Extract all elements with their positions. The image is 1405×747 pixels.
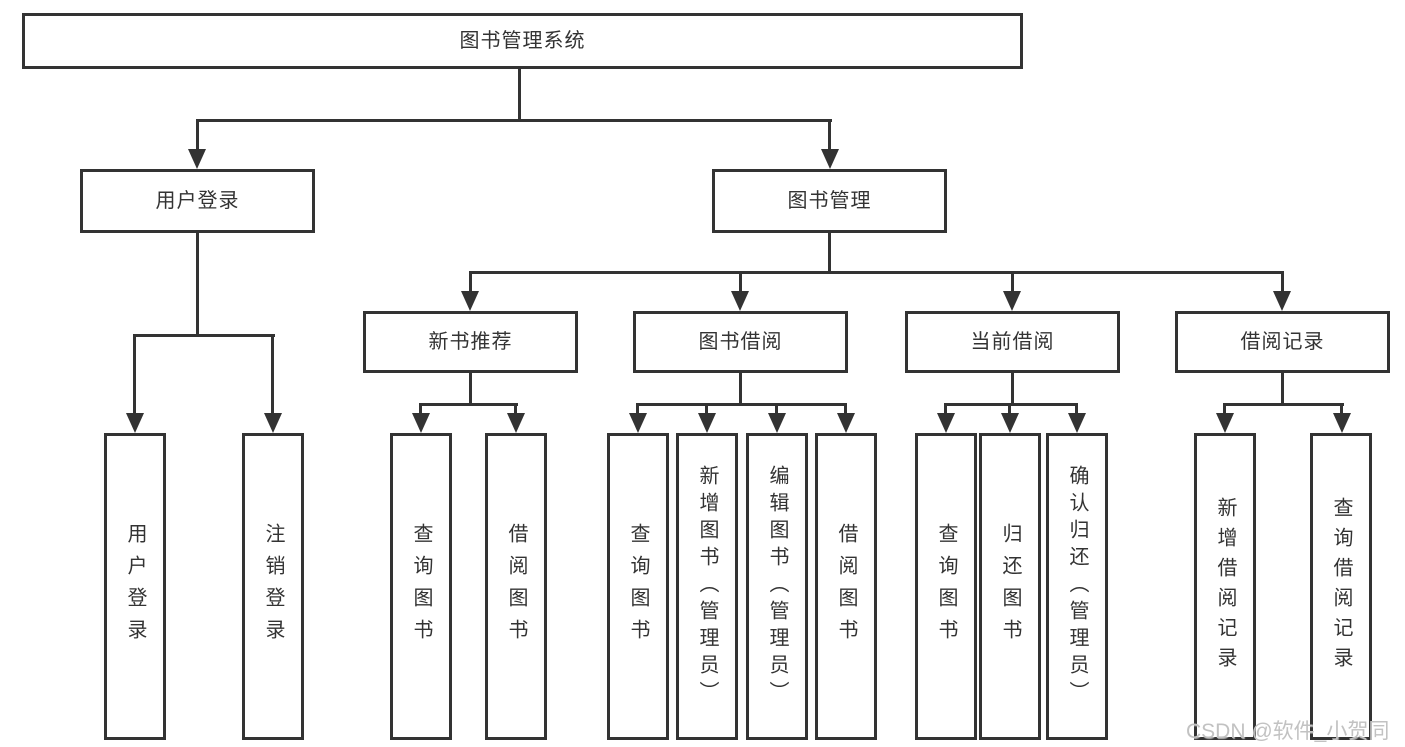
node-query-books-borrowing: 查询图书: [607, 433, 669, 740]
arrow-down-icon: [937, 413, 955, 433]
connector-line: [1011, 271, 1014, 293]
node-query-books-recommend: 查询图书: [390, 433, 452, 740]
connector-line: [1281, 371, 1284, 406]
node-new-book-recommendation: 新书推荐: [363, 311, 578, 373]
connector-line: [739, 371, 742, 406]
arrow-down-icon: [731, 291, 749, 311]
node-query-borrow-record: 查询借阅记录: [1310, 433, 1372, 740]
connector-line: [196, 232, 199, 336]
arrow-down-icon: [461, 291, 479, 311]
node-borrowing-records: 借阅记录: [1175, 311, 1390, 373]
connector-line: [1223, 403, 1226, 415]
connector-line: [775, 403, 778, 415]
connector-line: [636, 403, 846, 406]
connector-line: [469, 271, 472, 293]
connector-line: [196, 119, 832, 122]
node-user-login-leaf: 用户登录: [104, 433, 166, 740]
arrow-down-icon: [1333, 413, 1351, 433]
arrow-down-icon: [1216, 413, 1234, 433]
connector-line: [1008, 403, 1011, 415]
connector-line: [828, 119, 831, 151]
connector-line: [518, 68, 521, 122]
arrow-down-icon: [821, 149, 839, 169]
arrow-down-icon: [1068, 413, 1086, 433]
connector-line: [1075, 403, 1078, 415]
connector-line: [828, 232, 831, 274]
connector-line: [1281, 271, 1284, 293]
connector-line: [469, 271, 1283, 274]
node-book-management: 图书管理: [712, 169, 947, 233]
connector-line: [419, 403, 518, 406]
watermark-csdn: CSDN @软件_小贺同学: [1186, 720, 1390, 743]
node-root: 图书管理系统: [22, 13, 1023, 69]
node-add-borrow-record: 新增借阅记录: [1194, 433, 1256, 740]
node-current-borrowing: 当前借阅: [905, 311, 1120, 373]
connector-line: [1340, 403, 1343, 415]
connector-line: [196, 119, 199, 151]
connector-line: [636, 403, 639, 415]
connector-line: [739, 271, 742, 293]
connector-line: [705, 403, 708, 415]
arrow-down-icon: [768, 413, 786, 433]
node-add-books-admin: 新增图书（管理员）: [676, 433, 738, 740]
arrow-down-icon: [188, 149, 206, 169]
connector-line: [844, 403, 847, 415]
node-borrow-books-recommend: 借阅图书: [485, 433, 547, 740]
connector-line: [1011, 371, 1014, 406]
arrow-down-icon: [1001, 413, 1019, 433]
node-logout: 注销登录: [242, 433, 304, 740]
arrow-down-icon: [1273, 291, 1291, 311]
arrow-down-icon: [837, 413, 855, 433]
connector-line: [133, 334, 275, 337]
connector-line: [944, 403, 1078, 406]
connector-line: [419, 403, 422, 415]
arrow-down-icon: [126, 413, 144, 433]
node-query-books-current: 查询图书: [915, 433, 977, 740]
node-book-borrowing: 图书借阅: [633, 311, 848, 373]
connector-line: [271, 334, 274, 416]
connector-line: [514, 403, 517, 415]
node-borrow-books: 借阅图书: [815, 433, 877, 740]
connector-line: [133, 334, 136, 416]
arrow-down-icon: [698, 413, 716, 433]
arrow-down-icon: [412, 413, 430, 433]
node-confirm-return-admin: 确认归还（管理员）: [1046, 433, 1108, 740]
node-user-login: 用户登录: [80, 169, 315, 233]
arrow-down-icon: [629, 413, 647, 433]
connector-line: [944, 403, 947, 415]
arrow-down-icon: [507, 413, 525, 433]
connector-line: [1223, 403, 1344, 406]
arrow-down-icon: [1003, 291, 1021, 311]
connector-line: [469, 371, 472, 406]
node-return-books: 归还图书: [979, 433, 1041, 740]
node-edit-books-admin: 编辑图书（管理员）: [746, 433, 808, 740]
arrow-down-icon: [264, 413, 282, 433]
